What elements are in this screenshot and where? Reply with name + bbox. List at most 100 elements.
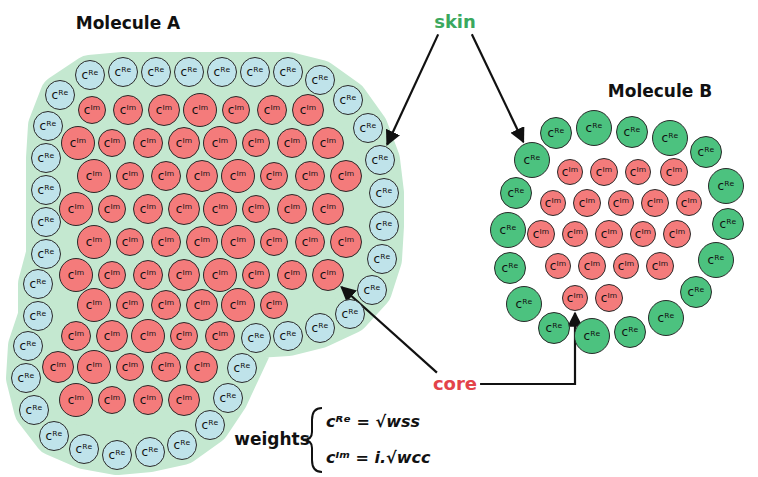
atom-label: cᴵᵐ — [300, 104, 316, 116]
atom-label: cᴵᵐ — [545, 197, 561, 209]
core-atom-circle: cᴵᵐ — [59, 192, 93, 226]
atom-label: cᴵᵐ — [562, 166, 578, 178]
core-atom-circle: cᴵᵐ — [330, 226, 362, 258]
skin-atom-circle: cᴿᵉ — [680, 276, 712, 308]
atom-label: cᴵᵐ — [176, 269, 192, 281]
skin-atom-circle: cᴿᵉ — [538, 312, 570, 344]
core-atom-circle: cᴵᵐ — [660, 158, 688, 186]
molecule-title: Molecule B — [608, 82, 712, 102]
core-atom-circle: cᴵᵐ — [98, 195, 126, 223]
core-atom-circle: cᴵᵐ — [295, 161, 325, 191]
atom-label: cᴵᵐ — [122, 236, 138, 248]
callout-label: skin — [434, 12, 476, 33]
atom-label: cᴿᵉ — [374, 253, 391, 265]
skin-atom-circle: cᴿᵉ — [33, 111, 63, 141]
atom-label: cᴵᵐ — [140, 269, 156, 281]
atom-label: cᴵᵐ — [68, 269, 84, 281]
atom-label: cᴵᵐ — [320, 203, 336, 215]
atom-label: cᴿᵉ — [548, 127, 565, 139]
core-atom-circle: cᴵᵐ — [590, 158, 618, 186]
core-atom-circle: cᴵᵐ — [133, 385, 163, 415]
atom-label: cᴵᵐ — [158, 299, 174, 311]
atom-label: cᴵᵐ — [194, 236, 210, 248]
skin-atom-circle: cᴿᵉ — [69, 434, 99, 464]
atom-label: cᴵᵐ — [104, 394, 120, 406]
leader-arrow — [472, 34, 524, 142]
leader-arrow — [387, 34, 438, 144]
atom-label: cᴵᵐ — [230, 170, 246, 182]
atom-label: cᴿᵉ — [342, 308, 359, 320]
core-atom-circle: cᴵᵐ — [257, 95, 287, 125]
skin-atom-circle: cᴿᵉ — [241, 323, 271, 353]
atom-label: cᴿᵉ — [82, 69, 99, 81]
atom-label: cᴵᵐ — [613, 197, 629, 209]
core-atom-circle: cᴵᵐ — [61, 321, 91, 351]
atom-label: cᴵᵐ — [647, 197, 663, 209]
core-atom-circle: cᴵᵐ — [77, 350, 111, 384]
core-atom-circle: cᴵᵐ — [557, 159, 583, 185]
atom-label: cᴵᵐ — [284, 203, 300, 215]
skin-atom-circle: cᴿᵉ — [195, 410, 225, 440]
atom-label: cᴿᵉ — [364, 284, 381, 296]
core-atom-circle: cᴵᵐ — [151, 161, 181, 191]
core-atom-circle: cᴵᵐ — [312, 193, 344, 225]
core-atom-circle: cᴵᵐ — [186, 226, 218, 258]
core-atom-circle: cᴵᵐ — [540, 190, 566, 216]
atom-label: cᴵᵐ — [266, 170, 282, 182]
atom-label: cᴵᵐ — [194, 170, 210, 182]
atom-label: cᴿᵉ — [698, 146, 715, 158]
atom-label: cᴿᵉ — [40, 120, 57, 132]
core-atom-circle: cᴵᵐ — [260, 162, 288, 190]
atom-label: cᴵᵐ — [248, 137, 264, 149]
atom-label: cᴿᵉ — [622, 326, 639, 338]
skin-atom-circle: cᴿᵉ — [19, 395, 49, 425]
core-atom-circle: cᴵᵐ — [260, 291, 288, 319]
atom-label: cᴿᵉ — [584, 330, 601, 342]
core-atom-circle: cᴵᵐ — [116, 228, 144, 256]
skin-atom-circle: cᴿᵉ — [500, 177, 532, 209]
core-atom-circle: cᴵᵐ — [203, 126, 237, 160]
skin-atom-circle: cᴿᵉ — [490, 212, 526, 248]
core-atom-circle: cᴵᵐ — [641, 189, 669, 217]
core-atom-circle: cᴵᵐ — [221, 225, 255, 259]
skin-atom-circle: cᴿᵉ — [357, 275, 387, 305]
core-atom-circle: cᴵᵐ — [116, 353, 144, 381]
atom-label: cᴵᵐ — [652, 260, 668, 272]
atom-label: cᴵᵐ — [212, 203, 228, 215]
atom-label: cᴿᵉ — [76, 443, 93, 455]
core-atom-circle: cᴵᵐ — [59, 258, 93, 292]
atom-label: cᴵᵐ — [140, 137, 156, 149]
skin-atom-circle: cᴿᵉ — [39, 421, 69, 451]
atom-label: cᴵᵐ — [579, 197, 595, 209]
atom-label: cᴿᵉ — [624, 126, 641, 138]
skin-atom-circle: cᴿᵉ — [102, 440, 132, 470]
atom-label: cᴵᵐ — [104, 330, 120, 342]
atom-label: cᴿᵉ — [214, 66, 231, 78]
weights-label: weights — [234, 430, 310, 450]
skin-atom-circle: cᴿᵉ — [23, 301, 53, 331]
core-atom-circle: cᴵᵐ — [203, 192, 237, 226]
atom-label: cᴵᵐ — [596, 166, 612, 178]
core-atom-circle: cᴵᵐ — [277, 128, 307, 158]
core-atom-circle: cᴵᵐ — [116, 291, 144, 319]
core-atom-circle: cᴵᵐ — [203, 258, 237, 292]
atom-label: cᴵᵐ — [50, 361, 66, 373]
atom-label: cᴵᵐ — [70, 137, 86, 149]
atom-label: cᴿᵉ — [247, 66, 264, 78]
atom-label: cᴿᵉ — [174, 439, 191, 451]
skin-atom-circle: cᴿᵉ — [574, 318, 610, 354]
atom-label: cᴵᵐ — [176, 330, 192, 342]
atom-label: cᴿᵉ — [20, 340, 37, 352]
skin-atom-circle: cᴿᵉ — [648, 300, 684, 336]
core-atom-circle: cᴵᵐ — [545, 253, 571, 279]
atom-label: cᴿᵉ — [658, 312, 675, 324]
skin-atom-circle: cᴿᵉ — [213, 383, 243, 413]
skin-atom-circle: cᴿᵉ — [305, 313, 335, 343]
core-atom-circle: cᴵᵐ — [608, 190, 634, 216]
skin-atom-circle: cᴿᵉ — [652, 120, 688, 156]
skin-atom-circle: cᴿᵉ — [75, 60, 105, 90]
skin-atom-circle: cᴿᵉ — [240, 57, 270, 87]
skin-atom-circle: cᴿᵉ — [174, 57, 204, 87]
core-atom-circle: cᴵᵐ — [148, 94, 180, 126]
atom-label: cᴿᵉ — [524, 154, 541, 166]
